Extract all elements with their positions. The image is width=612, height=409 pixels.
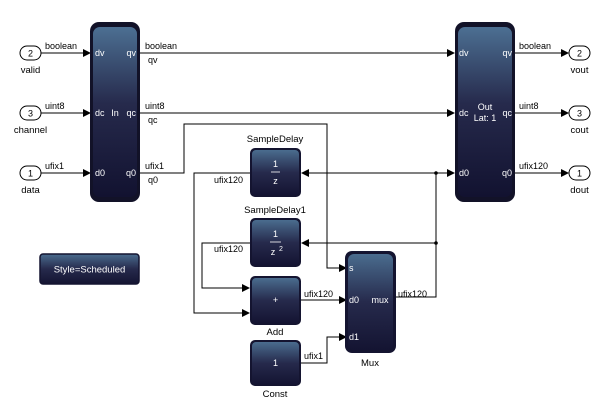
mux-block[interactable]: s d0 d1 mux Mux xyxy=(345,251,396,369)
inport-shape[interactable] xyxy=(19,105,42,121)
port-label: dc xyxy=(459,108,469,118)
signal-type-label: ufix120 xyxy=(519,161,548,171)
block-title: In xyxy=(111,108,119,118)
signal-type-label: uint8 xyxy=(519,101,539,111)
port-label: q0 xyxy=(126,168,136,178)
inport-name: channel xyxy=(14,125,47,136)
branch-point xyxy=(434,241,438,245)
port-label: s xyxy=(349,263,354,273)
inport-data[interactable]: 1 data xyxy=(19,165,42,196)
outport-vout[interactable]: 2 vout xyxy=(568,45,591,76)
signal-type-label: boolean xyxy=(145,41,177,51)
wire-delay1-to-add[interactable] xyxy=(201,242,250,292)
out-block[interactable]: dv dc d0 qv qc q0 Out Lat: 1 xyxy=(455,22,515,202)
outport-cout[interactable]: 3 cout xyxy=(568,105,591,136)
in-block[interactable]: dv dc d0 qv qc q0 In xyxy=(90,22,140,202)
signal-type-label: boolean xyxy=(519,41,551,51)
wire-mux-to-out[interactable] xyxy=(396,169,455,298)
signal-labels: boolean uint8 ufix1 boolean qv uint8 qc … xyxy=(45,41,551,361)
block-latency: Lat: 1 xyxy=(474,113,497,123)
port-label: qv xyxy=(502,48,512,58)
const-block[interactable]: 1 Const xyxy=(250,340,301,400)
signal-type-label: ufix120 xyxy=(398,289,427,299)
outport-dout[interactable]: 1 dout xyxy=(568,165,591,196)
block-name: Mux xyxy=(361,358,379,369)
port-label: dv xyxy=(459,48,469,58)
inport-name: data xyxy=(21,185,40,196)
signal-type-label: ufix1 xyxy=(145,161,164,171)
port-label: d0 xyxy=(349,295,359,305)
block-title: Out xyxy=(478,102,493,112)
outport-number: 3 xyxy=(577,109,582,119)
signal-type-label: ufix1 xyxy=(304,351,323,361)
style-scheduled-button[interactable]: Style=Scheduled xyxy=(39,253,140,285)
outport-name: vout xyxy=(571,65,589,76)
wires xyxy=(41,49,569,364)
signal-type-label: ufix120 xyxy=(214,244,243,254)
button-label: Style=Scheduled xyxy=(54,265,126,276)
port-label: dc xyxy=(95,108,105,118)
wire-delay-to-add[interactable] xyxy=(193,172,250,317)
add-symbol: + xyxy=(273,295,278,305)
block-body[interactable] xyxy=(252,278,299,323)
inport-number: 2 xyxy=(28,49,33,59)
delay-exponent: 2 xyxy=(279,246,283,253)
delay-numerator: 1 xyxy=(273,229,278,239)
inport-number: 3 xyxy=(28,109,33,119)
port-label: qv xyxy=(126,48,136,58)
port-label: dv xyxy=(95,48,105,58)
port-label: d0 xyxy=(459,168,469,178)
delay-denominator: z xyxy=(271,247,276,257)
outport-shape[interactable] xyxy=(568,105,591,121)
sample-delay-block[interactable]: SampleDelay 1 z xyxy=(247,134,304,197)
outport-number: 2 xyxy=(577,49,582,59)
signal-type-label: boolean xyxy=(45,41,77,51)
inport-shape[interactable] xyxy=(19,45,42,61)
delay-numerator: 1 xyxy=(273,159,278,169)
block-body[interactable] xyxy=(252,220,299,265)
port-label: qc xyxy=(126,108,136,118)
wire-q0-to-mux-s[interactable] xyxy=(140,123,347,272)
block-name: SampleDelay xyxy=(247,134,304,145)
port-label: d0 xyxy=(95,168,105,178)
sample-delay1-block[interactable]: SampleDelay1 1 z 2 xyxy=(244,205,306,267)
signal-type-label: ufix120 xyxy=(214,175,243,185)
block-body[interactable] xyxy=(93,27,137,197)
const-value: 1 xyxy=(273,358,278,368)
port-label: d1 xyxy=(349,332,359,342)
block-title: mux xyxy=(371,295,389,305)
signal-name-label: qc xyxy=(148,115,158,125)
branch-point xyxy=(434,171,438,175)
outport-name: cout xyxy=(571,125,589,136)
signal-type-label: uint8 xyxy=(145,101,165,111)
outport-name: dout xyxy=(570,185,589,196)
block-body[interactable] xyxy=(252,342,299,384)
outport-shape[interactable] xyxy=(568,45,591,61)
signal-type-label: ufix120 xyxy=(304,289,333,299)
signal-name-label: q0 xyxy=(148,175,158,185)
inport-channel[interactable]: 3 channel xyxy=(14,105,47,136)
block-name: SampleDelay1 xyxy=(244,205,306,216)
inport-number: 1 xyxy=(28,169,33,179)
outport-number: 1 xyxy=(577,169,582,179)
inport-name: valid xyxy=(21,65,41,76)
block-body[interactable] xyxy=(252,150,299,195)
outport-shape[interactable] xyxy=(568,165,591,181)
block-body[interactable] xyxy=(458,27,512,197)
block-body[interactable] xyxy=(348,254,393,350)
port-label: q0 xyxy=(502,168,512,178)
inport-shape[interactable] xyxy=(19,165,42,181)
delay-denominator: z xyxy=(273,176,278,186)
block-name: Const xyxy=(263,389,288,400)
add-block[interactable]: + Add xyxy=(250,276,301,338)
button-body[interactable] xyxy=(39,253,140,285)
signal-name-label: qv xyxy=(148,55,158,65)
wire-const-to-mux[interactable] xyxy=(301,333,347,364)
inport-valid[interactable]: 2 valid xyxy=(19,45,42,76)
signal-type-label: ufix1 xyxy=(45,161,64,171)
port-label: qc xyxy=(502,108,512,118)
signal-type-label: uint8 xyxy=(45,101,65,111)
block-name: Add xyxy=(267,327,284,338)
